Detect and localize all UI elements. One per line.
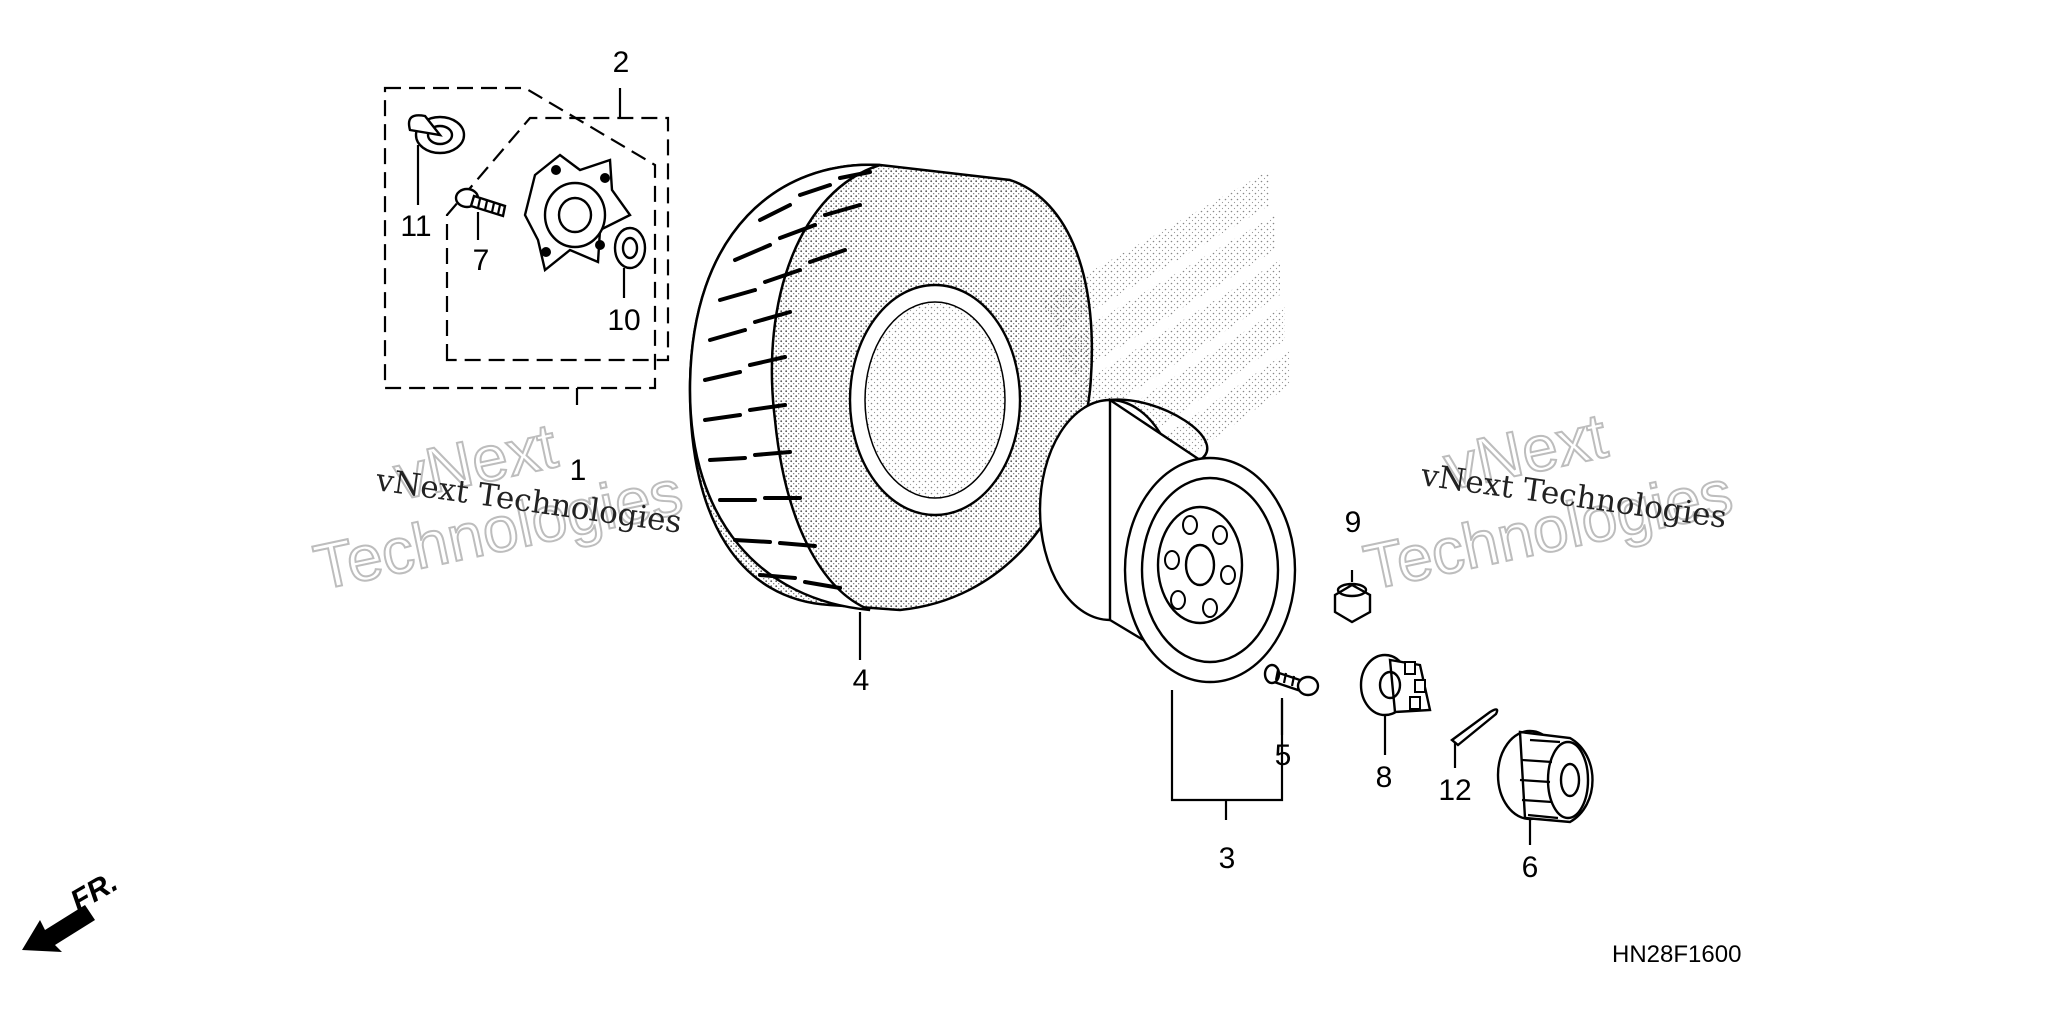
callout-6: 6 xyxy=(1522,851,1539,884)
part-3-wheel xyxy=(1038,397,1297,820)
rim-bolt-holes xyxy=(1164,515,1236,618)
front-direction-indicator: FR. xyxy=(22,865,123,952)
callout-labels: 1 2 3 4 5 6 7 8 9 10 11 12 xyxy=(400,46,1538,884)
part-5-valve-stem xyxy=(1263,663,1320,735)
callout-3: 3 xyxy=(1219,842,1236,875)
callout-1: 1 xyxy=(570,454,587,487)
front-arrow-icon xyxy=(22,905,95,952)
part-hub-flange xyxy=(523,153,632,273)
hub-assembly-brackets xyxy=(383,86,670,405)
tire-tread xyxy=(703,170,872,590)
callout-11: 11 xyxy=(400,210,431,243)
callout-10: 10 xyxy=(607,304,640,337)
callout-12: 12 xyxy=(1438,774,1471,807)
front-label: FR. xyxy=(65,865,123,918)
watermark-right: vNext Technologies vNext Technologies xyxy=(1357,398,1739,604)
diagram-code: HN28F1600 xyxy=(1612,941,1741,968)
callout-9: 9 xyxy=(1345,506,1362,539)
part-7-bolt xyxy=(454,187,507,240)
watermark-left: vNext Technologies vNext Technologies xyxy=(307,408,689,604)
callout-8: 8 xyxy=(1376,761,1393,794)
callout-4: 4 xyxy=(853,664,870,697)
part-9-nut xyxy=(1333,570,1372,624)
part-10-nut xyxy=(613,226,647,298)
part-6-hub-cap xyxy=(1496,729,1594,845)
part-4-tire xyxy=(688,163,1094,660)
callout-2: 2 xyxy=(613,46,630,79)
callout-5: 5 xyxy=(1275,739,1292,772)
callout-7: 7 xyxy=(473,244,490,277)
part-12-cotter-pin xyxy=(1450,708,1499,768)
part-8-castle-nut xyxy=(1359,653,1432,755)
part-11-collar xyxy=(407,114,466,205)
